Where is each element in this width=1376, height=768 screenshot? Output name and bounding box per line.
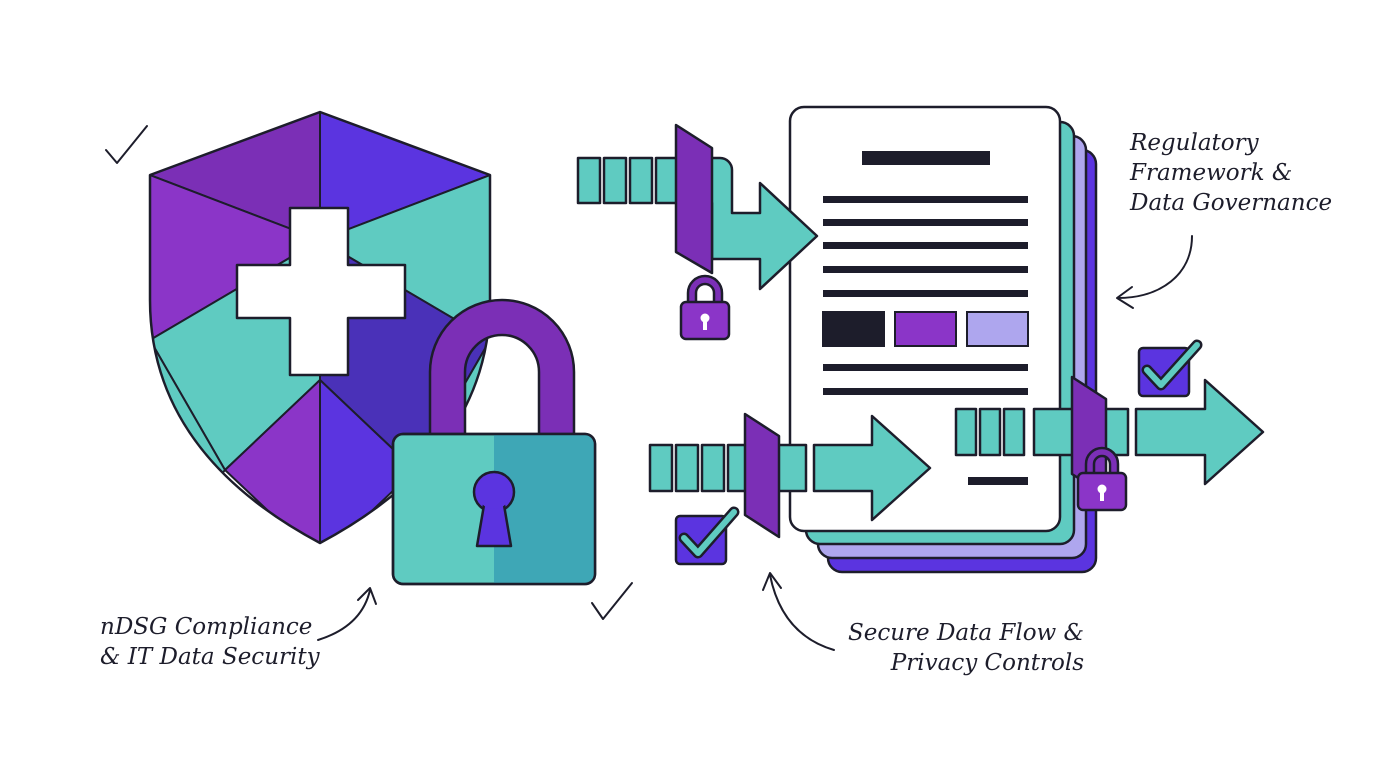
small-lock-icon [679,274,731,341]
checkmark-icon [105,125,148,164]
annotation-line: nDSG Compliance [100,614,313,640]
annotation-governance: Regulatory Framework & Data Governance [1130,128,1332,218]
annotation-compliance: nDSG Compliance & IT Data Security [100,612,320,672]
annotation-line: Secure Data Flow & [848,620,1085,646]
annotation-line: Privacy Controls [890,650,1085,676]
arrow-icon [648,412,932,539]
checkmark-icon [591,582,633,620]
gate-icon [743,412,781,539]
medical-cross-icon [235,206,407,377]
annotation-line: Framework & [1130,160,1293,186]
checkbox-check-icon [674,506,740,566]
annotation-line: Regulatory [1130,130,1259,156]
annotation-line: Data Governance [1130,190,1333,216]
arrow-icon [576,123,819,291]
gate-icon [674,123,714,275]
arrow-icon [954,375,1265,498]
annotation-line: & IT Data Security [100,644,320,670]
keyhole-icon [472,470,516,548]
document-color-swatches [822,311,1029,347]
pointer-arrow-icon [762,572,835,651]
pointer-arrow-icon [317,587,377,641]
document-text-lines [823,151,1028,485]
small-lock-icon [1076,446,1128,512]
checkbox-check-icon [1137,339,1203,398]
padlock-icon [391,298,597,586]
document-stack-icon [788,105,1098,574]
annotation-data-flow: Secure Data Flow & Privacy Controls [848,618,1084,678]
pointer-arrow-icon [1116,235,1193,309]
